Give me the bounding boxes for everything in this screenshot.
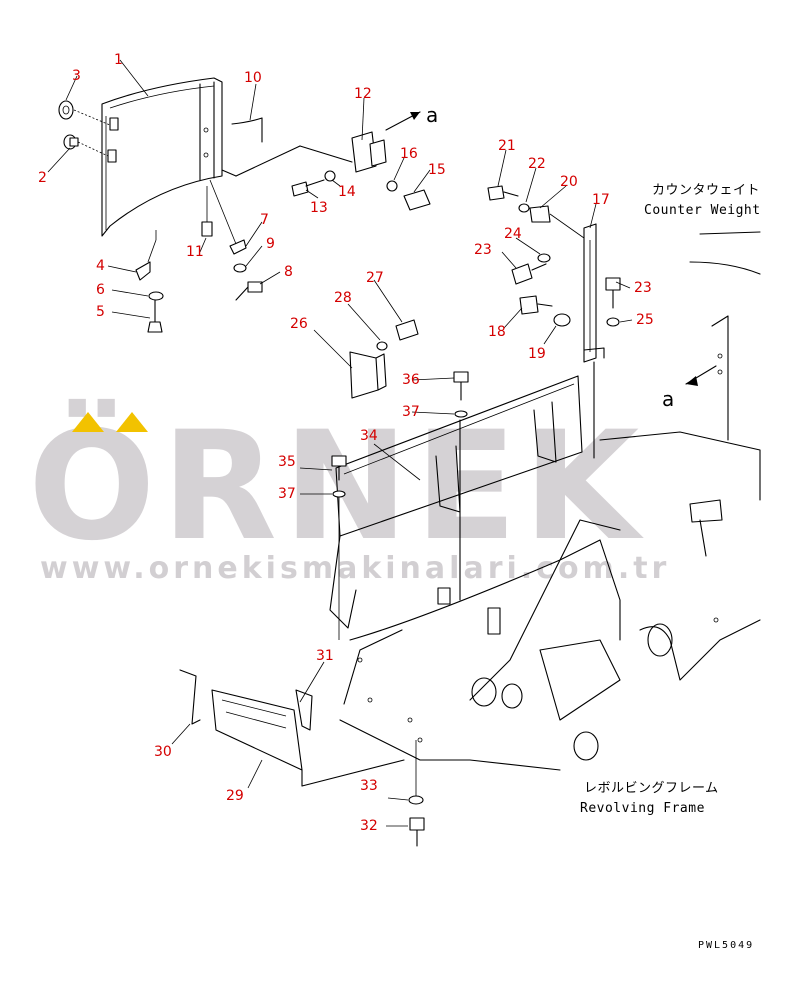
- callout-34: 34: [360, 428, 378, 444]
- callout-6: 6: [96, 282, 105, 298]
- counter-weight-outline: [685, 231, 761, 441]
- revolving-frame-label-en: Revolving Frame: [580, 801, 705, 816]
- callout-26: 26: [290, 316, 308, 332]
- connector-mark-a-top: a: [426, 103, 438, 127]
- callout-20: 20: [560, 174, 578, 190]
- callout-17: 17: [592, 192, 610, 208]
- drawing-code: PWL5049: [698, 940, 754, 951]
- callout-9: 9: [266, 236, 275, 252]
- hinge-assembly: [221, 111, 431, 211]
- cover-assembly: [179, 669, 405, 787]
- callout-36: 36: [402, 372, 420, 388]
- callout-11: 11: [186, 244, 204, 260]
- revolving-frame-label-jp: レボルビングフレーム: [584, 781, 719, 796]
- connector-marks: a a: [426, 103, 674, 411]
- callout-1: 1: [114, 52, 123, 68]
- callout-2: 2: [38, 170, 47, 186]
- watermark-accent-right: [116, 412, 148, 432]
- callout-15: 15: [428, 162, 446, 178]
- callout-32: 32: [360, 818, 378, 834]
- callout-13: 13: [310, 200, 328, 216]
- callout-labels: 1 2 3 4 5 6 7 8 9 10 11 12 13 14 15 16 1…: [38, 52, 654, 834]
- callout-21: 21: [498, 138, 516, 154]
- callout-14: 14: [338, 184, 356, 200]
- plate-assembly: [349, 319, 419, 399]
- bracket-assembly: [487, 185, 621, 459]
- annotations: カウンタウェイト Counter Weight レボルビングフレーム Revol…: [580, 183, 761, 951]
- callout-23b: 23: [634, 280, 652, 296]
- callout-35: 35: [278, 454, 296, 470]
- callout-30: 30: [154, 744, 172, 760]
- callout-7: 7: [260, 212, 269, 228]
- callout-22: 22: [528, 156, 546, 172]
- callout-37a: 37: [402, 404, 420, 420]
- callout-27: 27: [366, 270, 384, 286]
- callout-33: 33: [360, 778, 378, 794]
- leader-lines: [47, 59, 633, 827]
- bolts-35-37: [331, 371, 469, 640]
- callout-29: 29: [226, 788, 244, 804]
- door-assembly: [58, 77, 263, 333]
- watermark-accent-left: [72, 412, 104, 432]
- callout-5: 5: [96, 304, 105, 320]
- callout-8: 8: [284, 264, 293, 280]
- callout-31: 31: [316, 648, 334, 664]
- callout-24: 24: [504, 226, 522, 242]
- callout-28: 28: [334, 290, 352, 306]
- callout-12: 12: [354, 86, 372, 102]
- callout-37b: 37: [278, 486, 296, 502]
- callout-4: 4: [96, 258, 105, 274]
- watermark: ÖRNEK www.ornekismakinalari.com.tr: [28, 398, 670, 586]
- watermark-url: www.ornekismakinalari.com.tr: [40, 551, 670, 586]
- counter-weight-label-en: Counter Weight: [644, 203, 761, 218]
- bolts-32-33: [408, 740, 425, 847]
- frame-outline: [329, 375, 761, 771]
- connector-mark-a-right: a: [662, 387, 674, 411]
- callout-10: 10: [244, 70, 262, 86]
- callout-18: 18: [488, 324, 506, 340]
- callout-19: 19: [528, 346, 546, 362]
- callout-16: 16: [400, 146, 418, 162]
- callout-23a: 23: [474, 242, 492, 258]
- counter-weight-label-jp: カウンタウェイト: [652, 183, 760, 198]
- callout-25: 25: [636, 312, 654, 328]
- callout-3: 3: [72, 68, 81, 84]
